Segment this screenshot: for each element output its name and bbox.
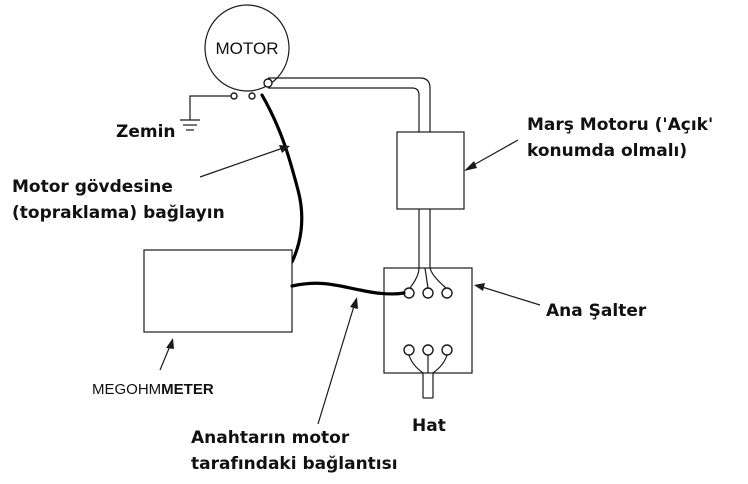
main-switch-lower-terminals — [403, 344, 453, 399]
motor-body-arrow — [199, 147, 284, 178]
motor-body-label-line1: Motor gövdesine — [12, 177, 173, 197]
megohmmeter-label: MEGOHMMETER — [92, 381, 214, 398]
starter-label-line2: konumda olmalı) — [527, 141, 687, 161]
ground-lead — [260, 93, 304, 264]
main-switch-arrowhead — [474, 283, 485, 291]
motor-body-label-line2: (topraklama) bağlayın — [12, 203, 225, 223]
main-switch-label: Ana Şalter — [546, 301, 647, 321]
switch-conn-label-line2: tarafındaki bağlantısı — [191, 454, 398, 474]
motor-circle — [204, 4, 290, 92]
motor: MOTOR — [204, 4, 290, 92]
main-switch-arrow — [481, 286, 541, 306]
ground-label: Zemin — [116, 122, 176, 142]
switch-conn-arrow — [317, 305, 355, 425]
starter-arrow — [469, 139, 519, 168]
megohmmeter-box — [143, 249, 293, 333]
switch-lead — [290, 281, 406, 296]
motor-label: MOTOR — [216, 39, 279, 58]
starter-label-line1: Marş Motoru ('Açık' — [527, 115, 713, 135]
starter-box — [396, 131, 465, 210]
ground — [180, 92, 256, 131]
switch-conn-arrowhead — [350, 297, 358, 309]
switch-conn-label-line1: Anahtarın motor — [191, 428, 350, 448]
motor-lead-cable — [263, 77, 431, 132]
line-label: Hat — [412, 416, 446, 436]
starter-arrowhead — [464, 161, 477, 171]
main-switch-upper-terminals — [403, 267, 453, 299]
motor-body-arrowhead — [279, 145, 290, 153]
megohmmeter-arrow — [159, 345, 171, 371]
megohmmeter-arrowhead — [166, 338, 174, 349]
